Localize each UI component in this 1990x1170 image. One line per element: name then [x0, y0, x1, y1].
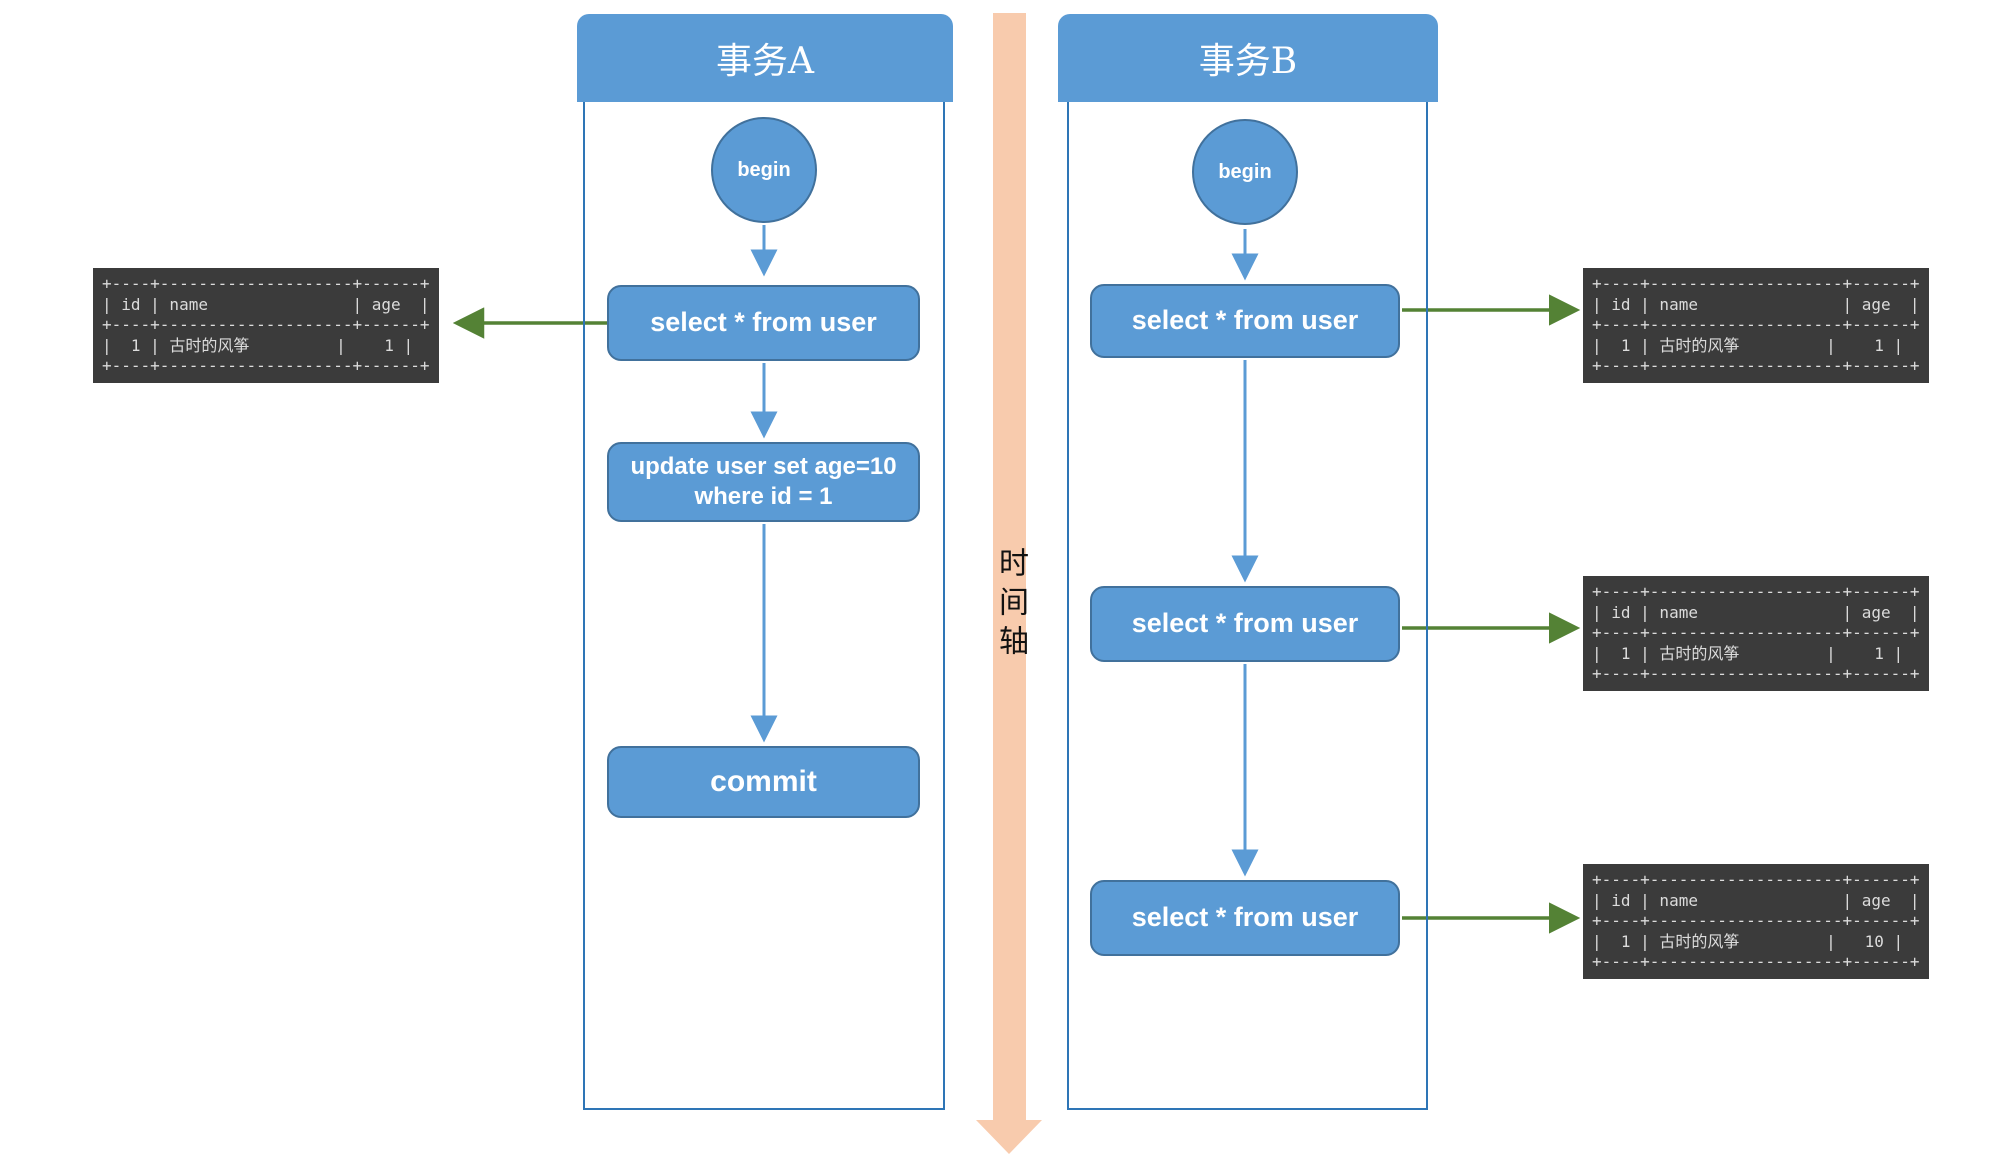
transaction-a-title: 事务A — [716, 41, 814, 82]
select-node-b2-label: select * from user — [1131, 608, 1359, 639]
update-node-a: update user set age=10 where id = 1 — [607, 442, 920, 522]
result-table-a-select: +----+--------------------+------+ | id … — [93, 268, 439, 383]
transaction-a-lane — [583, 102, 945, 1110]
select-node-b2: select * from user — [1090, 586, 1400, 662]
result-table-b-select1: +----+--------------------+------+ | id … — [1583, 268, 1929, 383]
transaction-b-title: 事务B — [1198, 41, 1298, 82]
select-node-b1-label: select * from user — [1131, 305, 1359, 336]
timeline-arrowhead-icon — [976, 1120, 1042, 1154]
select-node-a-label: select * from user — [650, 307, 877, 338]
select-node-a: select * from user — [607, 285, 920, 361]
select-node-b3-label: select * from user — [1131, 902, 1359, 933]
commit-node-a: commit — [607, 746, 920, 818]
commit-node-a-label: commit — [710, 765, 817, 799]
transaction-b-header: 事务B — [1058, 14, 1438, 102]
begin-node-a-label: begin — [737, 158, 791, 181]
begin-node-b: begin — [1192, 119, 1298, 225]
update-node-a-line2: where id = 1 — [694, 483, 833, 510]
begin-node-b-label: begin — [1218, 160, 1272, 183]
timeline-label: 时间轴 — [993, 546, 1028, 664]
transaction-a-header: 事务A — [577, 14, 953, 102]
select-node-b3: select * from user — [1090, 880, 1400, 956]
timeline-axis — [993, 13, 1026, 1120]
begin-node-a: begin — [711, 117, 817, 223]
result-table-b-select2: +----+--------------------+------+ | id … — [1583, 576, 1929, 691]
result-table-b-select3: +----+--------------------+------+ | id … — [1583, 864, 1929, 979]
transaction-b-lane — [1067, 102, 1428, 1110]
update-node-a-line1: update user set age=10 — [630, 453, 897, 480]
select-node-b1: select * from user — [1090, 284, 1400, 358]
